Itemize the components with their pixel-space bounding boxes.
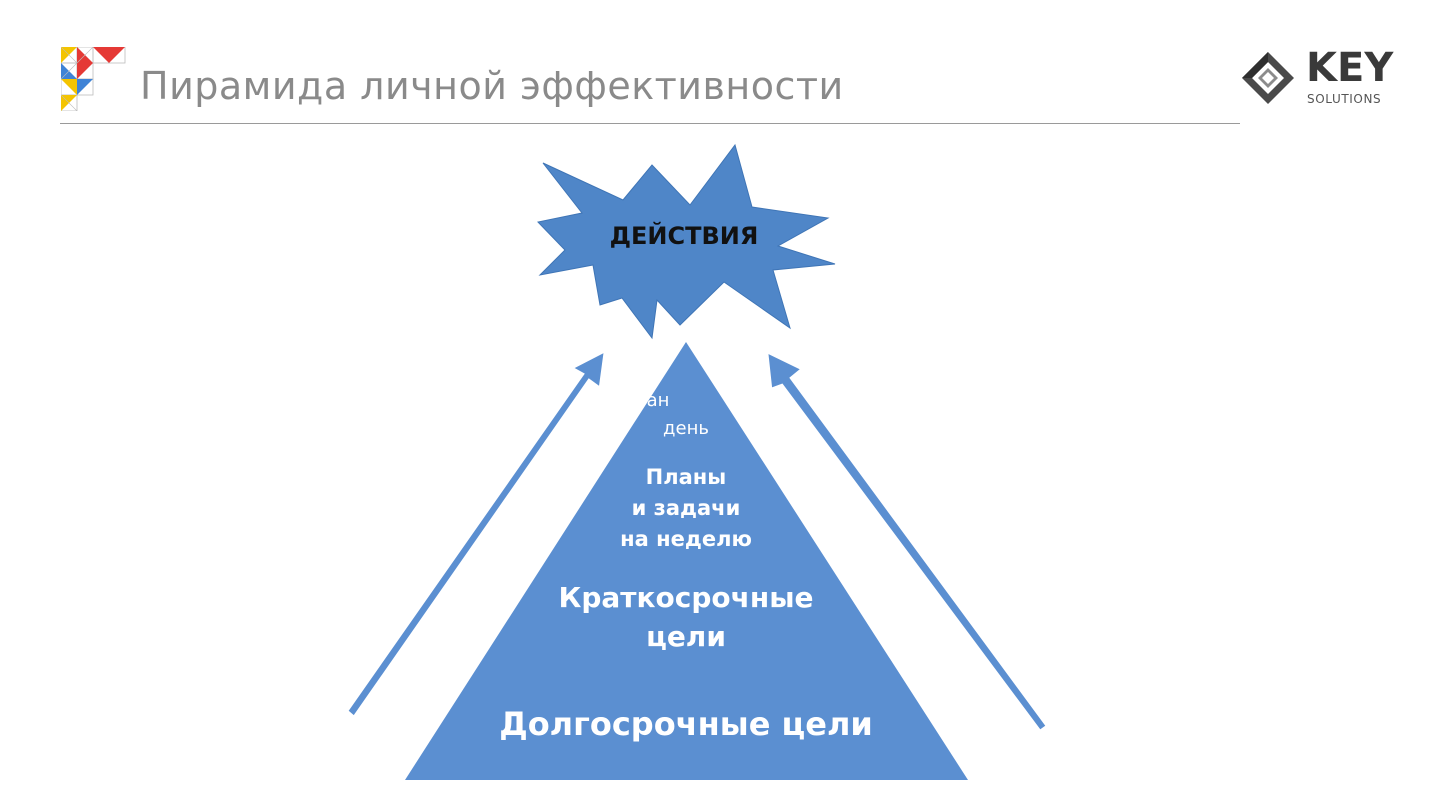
page-title: Пирамида личной эффективности [140, 64, 844, 108]
brand-name: KEY [1306, 45, 1394, 91]
actions-label: ДЕЙСТВИЯ [609, 222, 759, 250]
daily-plan-label-line1: ан [646, 390, 670, 411]
right-up-arrow [765, 349, 1049, 733]
title-divider [60, 123, 1240, 124]
goals-pyramid [405, 342, 968, 780]
long-term-goals-label: Долгосрочные цели [499, 705, 873, 743]
weekly-plans-label: Планы и задачи на неделю [620, 465, 752, 551]
key-solutions-logo-icon [1242, 52, 1294, 104]
action-starburst [537, 143, 836, 340]
short-term-goals-label: Краткосрочные цели [558, 581, 814, 653]
left-up-arrow [345, 348, 607, 719]
company-corner-logo [61, 47, 126, 111]
brand-subtitle: SOLUTIONS [1307, 92, 1382, 106]
daily-plan-label-line2: день [663, 418, 709, 439]
